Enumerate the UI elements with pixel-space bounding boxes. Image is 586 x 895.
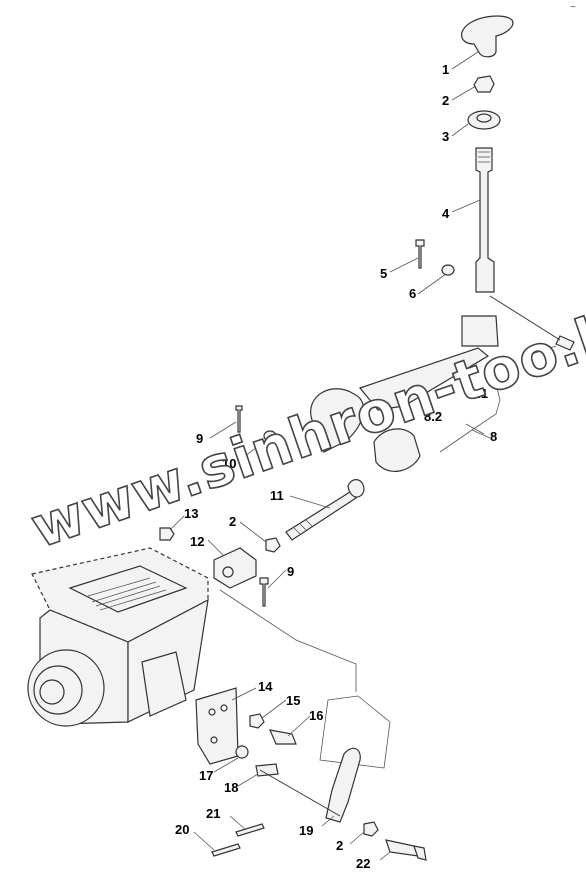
callout-4: 4	[442, 206, 450, 221]
callout-5: 5	[380, 266, 387, 281]
callout-2-top: 2	[442, 93, 449, 108]
callout-8-2: 8.2	[424, 409, 442, 424]
link-rod-part	[285, 491, 357, 541]
callout-2-bottom: 2	[336, 838, 343, 853]
callout-8: 8	[490, 429, 497, 444]
callout-21: 21	[206, 806, 220, 821]
clevis-part	[213, 547, 257, 589]
callout-17: 17	[199, 768, 213, 783]
nut-part-bottom	[363, 821, 379, 837]
bushing-part	[373, 428, 421, 472]
bracket-plate-part	[195, 687, 239, 765]
callout-6: 6	[409, 286, 416, 301]
lever-rod-part	[475, 147, 495, 293]
callout-15: 15	[286, 693, 300, 708]
callout-22: 22	[356, 856, 370, 871]
gearbox-housing	[27, 547, 209, 727]
callout-3: 3	[442, 129, 449, 144]
bolt-part-9b	[259, 577, 269, 607]
bolt-part-22	[385, 839, 419, 857]
callout-7: 7	[522, 350, 529, 365]
callout-2-mid: 2	[229, 514, 236, 529]
callout-20: 20	[175, 822, 189, 837]
washer-part-6	[441, 264, 455, 276]
pin-part-5	[415, 239, 425, 269]
bolt-part-16	[269, 729, 297, 745]
nut-part-top	[473, 75, 495, 93]
pin-part-13	[159, 527, 175, 541]
callout-11: 11	[270, 488, 284, 503]
corner-mark: ~	[570, 2, 576, 13]
ball-part	[235, 745, 249, 759]
callout-13: 13	[184, 506, 198, 521]
bolt-part-7	[555, 335, 575, 351]
callout-18: 18	[224, 780, 238, 795]
nut-part-15	[249, 713, 265, 729]
knob-part	[461, 15, 514, 58]
callout-9-upper: 9	[196, 431, 203, 446]
pin-part-20	[211, 843, 241, 857]
callout-10: 10	[222, 456, 236, 471]
callout-8-1: 8.1	[470, 386, 488, 401]
callout-16: 16	[309, 708, 323, 723]
lever-plate-part	[461, 315, 499, 347]
callout-9-lower: 9	[287, 564, 294, 579]
pin-part-21	[235, 823, 265, 837]
spring-part	[255, 763, 279, 777]
callout-19: 19	[299, 823, 313, 838]
callout-14: 14	[258, 679, 273, 694]
selector-lever-part	[325, 747, 361, 823]
callout-12: 12	[190, 534, 204, 549]
washer-part-10	[263, 430, 277, 442]
bolt-part-9a	[235, 405, 243, 433]
callout-1: 1	[442, 62, 449, 77]
nut-part-mid	[265, 537, 281, 553]
